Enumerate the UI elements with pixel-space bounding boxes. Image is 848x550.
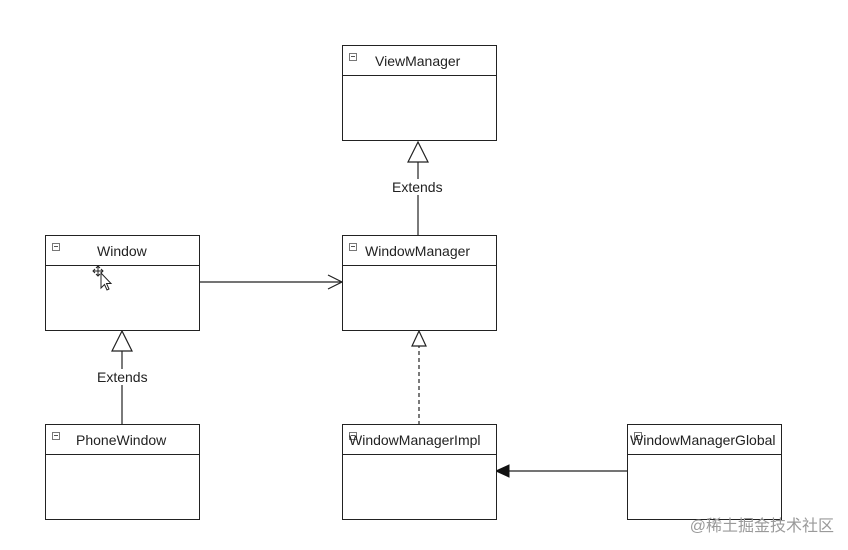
- class-name: WindowManagerImpl: [349, 432, 481, 448]
- collapse-square-icon[interactable]: [52, 243, 60, 251]
- move-cursor-icon: [92, 266, 113, 291]
- realization-arrowhead: [411, 329, 427, 347]
- class-header: WindowManager: [343, 236, 496, 266]
- collapse-square-icon[interactable]: [349, 53, 357, 61]
- class-name: WindowManager: [365, 243, 471, 259]
- class-name: Window: [97, 243, 147, 259]
- collapse-square-icon[interactable]: [349, 243, 357, 251]
- class-name: ViewManager: [375, 53, 461, 69]
- class-name: PhoneWindow: [76, 432, 167, 448]
- class-header: Window: [46, 236, 199, 266]
- class-box-windowmanager[interactable]: WindowManager: [342, 235, 497, 331]
- class-name: WindowManagerGlobal: [630, 432, 776, 448]
- edge-label-extends: Extends: [390, 179, 445, 195]
- class-header: PhoneWindow: [46, 425, 199, 455]
- class-header: WindowManagerImpl: [343, 425, 496, 455]
- watermark: @稀土掘金技术社区: [689, 518, 834, 535]
- class-box-windowmanagerimpl[interactable]: WindowManagerImpl: [342, 424, 497, 520]
- edge-label-extends: Extends: [95, 369, 150, 385]
- filled-arrowhead: [494, 464, 510, 478]
- collapse-square-icon[interactable]: [634, 432, 642, 440]
- class-header: ViewManager: [343, 46, 496, 76]
- class-box-phonewindow[interactable]: PhoneWindow: [45, 424, 200, 520]
- generalization-arrowhead: [407, 140, 429, 163]
- collapse-square-icon[interactable]: [349, 432, 357, 440]
- class-box-viewmanager[interactable]: ViewManager: [342, 45, 497, 141]
- collapse-square-icon[interactable]: [52, 432, 60, 440]
- class-box-window[interactable]: Window: [45, 235, 200, 331]
- class-header: WindowManagerGlobal: [628, 425, 781, 455]
- class-box-windowmanagerglobal[interactable]: WindowManagerGlobal: [627, 424, 782, 520]
- generalization-arrowhead: [111, 329, 133, 352]
